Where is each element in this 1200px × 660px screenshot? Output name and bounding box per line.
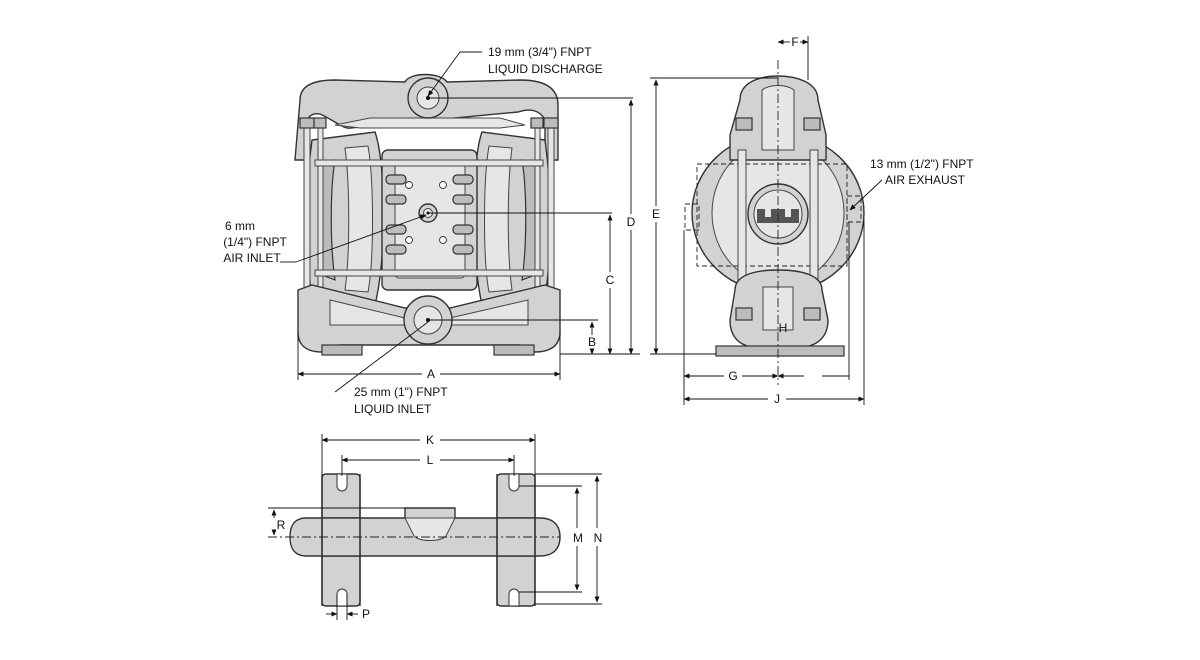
exhaust-callout-line1: 13 mm (1/2") FNPT [870,157,974,171]
dim-G: G [728,369,737,383]
dim-F: F [791,35,798,49]
dim-H: H [779,321,788,335]
inlet-callout-line1: 25 mm (1") FNPT [354,385,448,399]
dim-C: C [606,273,615,287]
dim-A: A [427,367,435,381]
bottom-view: K L M N R P [268,433,602,621]
side-base-plate [715,345,845,357]
dim-P: P [362,607,370,621]
air-inlet-callout-line1: 6 mm [225,219,255,233]
discharge-callout-line2: LIQUID DISCHARGE [488,62,603,76]
side-view: F E H G J 13 mm (1/2") FNPT AIR EXHAUST [650,35,974,406]
dim-D: D [627,215,636,229]
dim-E: E [652,207,660,221]
dim-M: M [573,531,583,545]
dim-N: N [594,531,603,545]
front-view: A B C D 19 mm (3/4") FNPT LIQUID DISCHAR… [223,45,640,416]
dim-R: R [277,518,286,532]
air-inlet-callout-line3: AIR INLET [223,251,281,265]
dim-B: B [588,335,596,349]
dim-L: L [427,453,434,467]
dim-K: K [426,433,434,447]
exhaust-callout-line2: AIR EXHAUST [885,173,966,187]
dim-J: J [774,392,780,406]
air-inlet-callout-line2: (1/4") FNPT [223,235,287,249]
discharge-callout-line1: 19 mm (3/4") FNPT [488,45,592,59]
inlet-callout-line2: LIQUID INLET [354,402,432,416]
